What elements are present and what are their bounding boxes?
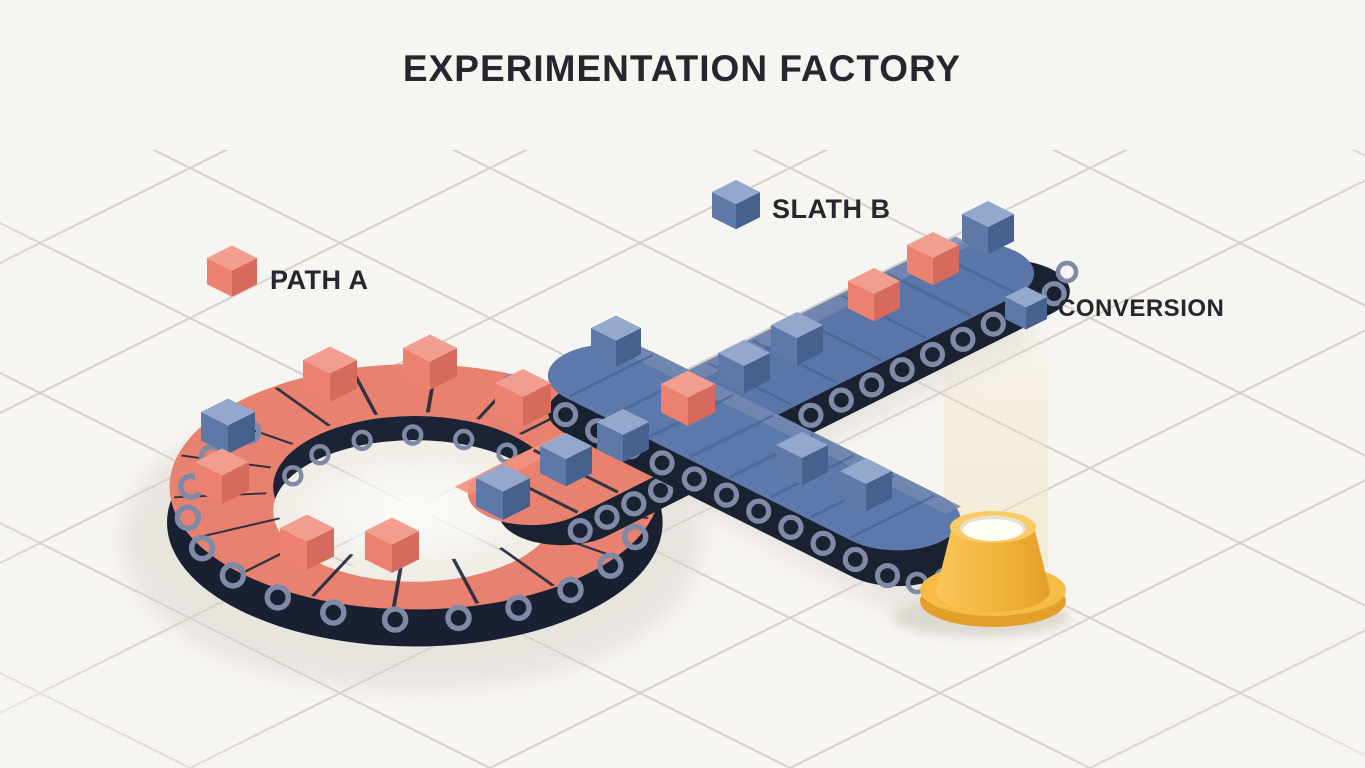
conveyor-cube-red — [195, 448, 249, 504]
belt-roller — [557, 576, 584, 604]
belt-roller — [859, 372, 885, 398]
belt-roller — [552, 402, 579, 428]
conveyor-cube-red — [403, 334, 457, 390]
belt-roller — [320, 599, 347, 626]
conversion-funnel — [920, 511, 1066, 627]
belt-roller — [174, 504, 202, 531]
legend-label-path-a: PATH A — [270, 265, 369, 295]
belt-roller — [810, 530, 836, 557]
belt-roller — [746, 498, 772, 524]
belt-roller — [919, 341, 946, 368]
belt-roller — [1041, 281, 1067, 307]
funnel-body — [936, 527, 1050, 612]
conveyor-cube-red — [848, 268, 900, 322]
belt-roller — [842, 546, 868, 573]
belt-roller — [1055, 260, 1079, 284]
belt-roller — [452, 428, 475, 451]
belt-roller — [309, 444, 331, 466]
conveyor-cube-red — [495, 369, 551, 427]
conveyor-cube-red — [280, 514, 334, 570]
belt-roller — [264, 584, 292, 611]
belt-roller — [402, 424, 424, 446]
legend-label-conversion: CONVERSION — [1058, 295, 1224, 322]
conveyor-cube-blue — [840, 458, 892, 512]
conveyor-cube-blue — [201, 398, 255, 454]
belt-roller — [188, 534, 216, 562]
belt-roller — [889, 357, 915, 383]
conveyor-cube-blue — [718, 340, 770, 394]
conveyor-cube-red — [303, 346, 357, 402]
conveyor-cube-blue — [591, 315, 641, 367]
belt-roller — [828, 387, 854, 413]
belt-roller — [351, 429, 373, 452]
conveyor-cube-red — [661, 370, 715, 426]
conveyor-cube-blue — [776, 432, 828, 486]
legend-cubes — [207, 180, 1047, 330]
conveyor-cube-red — [365, 517, 419, 573]
belt-roller — [567, 517, 593, 544]
belt-roller — [445, 604, 472, 632]
conveyor-cube-blue — [962, 201, 1014, 255]
belt-roller — [649, 450, 675, 476]
belt-roller — [597, 552, 624, 579]
belt-roller — [980, 311, 1006, 337]
conveyor-cube-blue — [540, 433, 592, 487]
funnel-interior — [963, 519, 1023, 541]
belt-roller — [798, 402, 824, 428]
belt-roller — [381, 606, 409, 633]
belt-roller — [219, 562, 247, 589]
belt-roller — [681, 466, 707, 492]
legend-cube-blue — [1005, 286, 1047, 330]
belt-roller — [713, 482, 740, 508]
belt-roller — [505, 594, 532, 622]
belt-roller — [950, 326, 976, 352]
conveyor-cube-blue — [476, 464, 530, 520]
belt-roller — [594, 504, 620, 530]
conveyor-cube-blue — [771, 312, 823, 366]
conveyor-cube-blue — [597, 409, 649, 463]
legend-cube-red — [207, 245, 257, 297]
legend-label-slath-b: SLATH B — [772, 194, 891, 224]
belt-roller — [282, 465, 304, 487]
belt-roller — [778, 514, 804, 540]
belt-roller — [874, 562, 901, 589]
belt-roller — [621, 491, 647, 517]
legend-cube-blue — [712, 180, 760, 230]
conveyor-cubes — [195, 201, 1014, 573]
belt-roller — [622, 523, 649, 551]
conveyor-cube-red — [907, 232, 959, 286]
page-title: EXPERIMENTATION FACTORY — [403, 48, 961, 89]
